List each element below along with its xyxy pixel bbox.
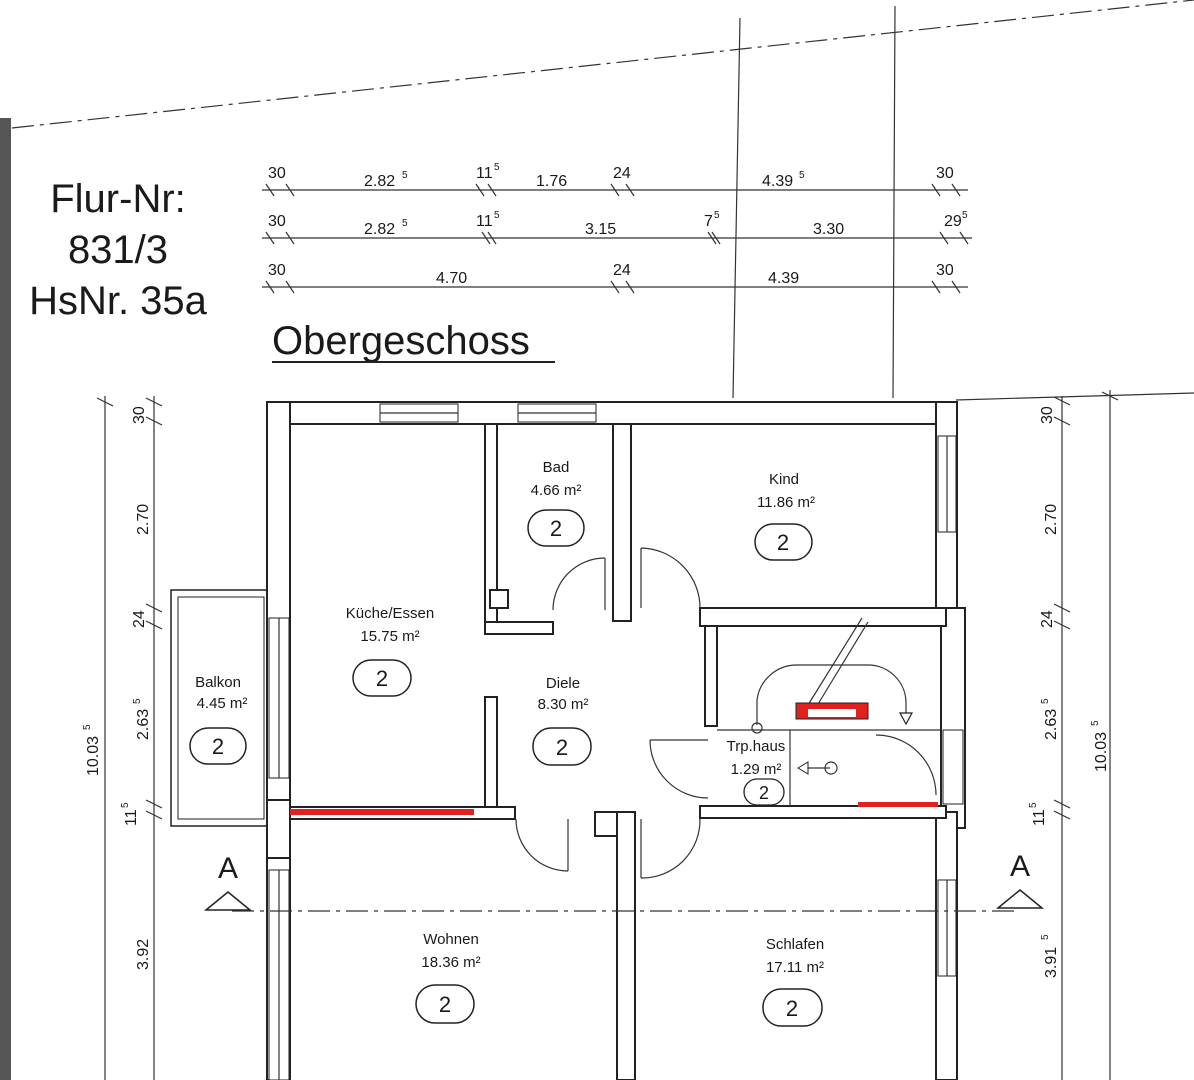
dim-r2-a: 30 (268, 213, 286, 230)
right-dimension-column: 30 2.70 24 2.63 5 11 5 3.91 5 10.03 5 (1028, 390, 1119, 1080)
ldim-270: 2.70 (135, 504, 152, 535)
dim-r1-e: 24 (613, 165, 631, 182)
rdim-391-sup: 5 (1040, 934, 1051, 940)
room-badge: 2 (786, 996, 798, 1021)
room-name: Diele (546, 675, 580, 692)
rdim-30: 30 (1039, 406, 1056, 424)
section-label-right: A (1010, 850, 1030, 883)
rdim-total: 10.03 (1093, 732, 1110, 772)
room-kueche: Küche/Essen 15.75 m² 2 (346, 605, 434, 697)
dim-r2-b: 2.82 (364, 221, 395, 238)
room-schlafen: Schlafen 17.11 m² 2 (762, 936, 824, 1027)
ldim-total: 10.03 (85, 736, 102, 776)
ldim-263-sup: 5 (132, 698, 143, 704)
room-balkon: Balkon 4.45 m² 2 (189, 674, 248, 765)
dim-r1-b: 2.82 (364, 173, 395, 190)
section-label-left: A (218, 852, 238, 885)
room-name: Küche/Essen (346, 605, 434, 622)
ldim-11: 11 (123, 809, 140, 826)
rdim-24: 24 (1039, 610, 1056, 628)
ldim-total-sup: 5 (82, 724, 93, 730)
dim-r1-f: 4.39 (762, 173, 793, 190)
room-name: Wohnen (423, 931, 479, 948)
flur-number-label: Flur-Nr: (50, 177, 186, 221)
rdim-11-sup: 5 (1028, 802, 1039, 808)
dim-r3-a: 30 (268, 262, 286, 279)
section-line: A A (203, 850, 1045, 912)
left-dimension-column: 30 2.70 24 2.63 5 11 5 3.92 10.03 5 (82, 396, 163, 1080)
dim-r3-b: 4.70 (436, 270, 467, 287)
room-kind: Kind 11.86 m² 2 (754, 471, 815, 561)
room-name: Trp.haus (727, 738, 786, 755)
top-dimension-row-2: 30 2.82 5 11 5 3.15 7 5 3.30 29 5 (262, 210, 972, 245)
ldim-392: 3.92 (135, 939, 152, 970)
dim-r1-c-sup: 5 (494, 162, 500, 173)
dim-r1-f-sup: 5 (799, 170, 805, 181)
room-name: Bad (543, 459, 570, 476)
rdim-263: 2.63 (1043, 709, 1060, 740)
room-area: 18.36 m² (421, 954, 480, 971)
dim-r2-c: 11 (476, 213, 493, 230)
dim-r3-d: 4.39 (768, 270, 799, 287)
ldim-24: 24 (131, 610, 148, 628)
accent-line (290, 809, 474, 815)
room-area: 8.30 m² (538, 696, 589, 713)
dim-r1-a: 30 (268, 165, 286, 182)
stairwell (717, 617, 941, 807)
dim-r2-b-sup: 5 (402, 218, 408, 229)
floor-title: Obergeschoss (272, 319, 530, 363)
dim-r2-e: 7 (704, 213, 713, 230)
walls (266, 401, 966, 1080)
room-wohnen: Wohnen 18.36 m² 2 (415, 931, 481, 1024)
house-number: HsNr. 35a (29, 279, 208, 323)
dim-r2-g: 29 (944, 213, 962, 230)
dim-r1-b-sup: 5 (402, 170, 408, 181)
room-badge: 2 (376, 666, 388, 691)
rdim-391: 3.91 (1043, 947, 1060, 978)
dim-r2-c-sup: 5 (494, 210, 500, 221)
dim-r2-g-sup: 5 (962, 210, 968, 221)
rdim-270: 2.70 (1043, 504, 1060, 535)
dim-r2-e-sup: 5 (714, 210, 720, 221)
rdim-263-sup: 5 (1040, 698, 1051, 704)
windows (268, 403, 964, 1080)
room-bad: Bad 4.66 m² 2 (527, 459, 585, 547)
room-name: Schlafen (766, 936, 824, 953)
flur-number-value: 831/3 (68, 228, 168, 272)
room-badge: 2 (550, 516, 562, 541)
top-dimension-row-1: 30 2.82 5 11 5 1.76 24 4.39 5 30 (262, 162, 968, 197)
dim-r3-e: 30 (936, 262, 954, 279)
dim-r2-f: 3.30 (813, 221, 844, 238)
room-treppenhaus: Trp.haus 1.29 m² 2 (727, 738, 786, 806)
room-area: 1.29 m² (731, 761, 782, 778)
room-badge: 2 (212, 734, 224, 759)
rdim-11: 11 (1031, 809, 1048, 826)
ldim-11-sup: 5 (120, 802, 131, 808)
ldim-263: 2.63 (135, 709, 152, 740)
room-area: 4.45 m² (197, 695, 248, 712)
rdim-total-sup: 5 (1090, 720, 1101, 726)
dim-r1-c: 11 (476, 165, 493, 182)
room-badge: 2 (759, 783, 769, 803)
dim-r1-d: 1.76 (536, 173, 567, 190)
room-area: 11.86 m² (757, 494, 815, 511)
room-name: Balkon (195, 674, 241, 691)
room-area: 4.66 m² (531, 482, 582, 499)
dim-r2-d: 3.15 (585, 221, 616, 238)
room-name: Kind (769, 471, 799, 488)
ldim-30: 30 (131, 406, 148, 424)
room-diele: Diele 8.30 m² 2 (532, 675, 592, 766)
dim-r1-g: 30 (936, 165, 954, 182)
room-area: 15.75 m² (360, 628, 419, 645)
top-dimension-row-3: 30 4.70 24 4.39 30 (262, 262, 968, 294)
room-badge: 2 (556, 735, 568, 760)
room-area: 17.11 m² (766, 959, 824, 976)
room-badge: 2 (777, 530, 789, 555)
room-badge: 2 (439, 992, 451, 1017)
door-swings (515, 547, 709, 879)
dim-r3-c: 24 (613, 262, 631, 279)
